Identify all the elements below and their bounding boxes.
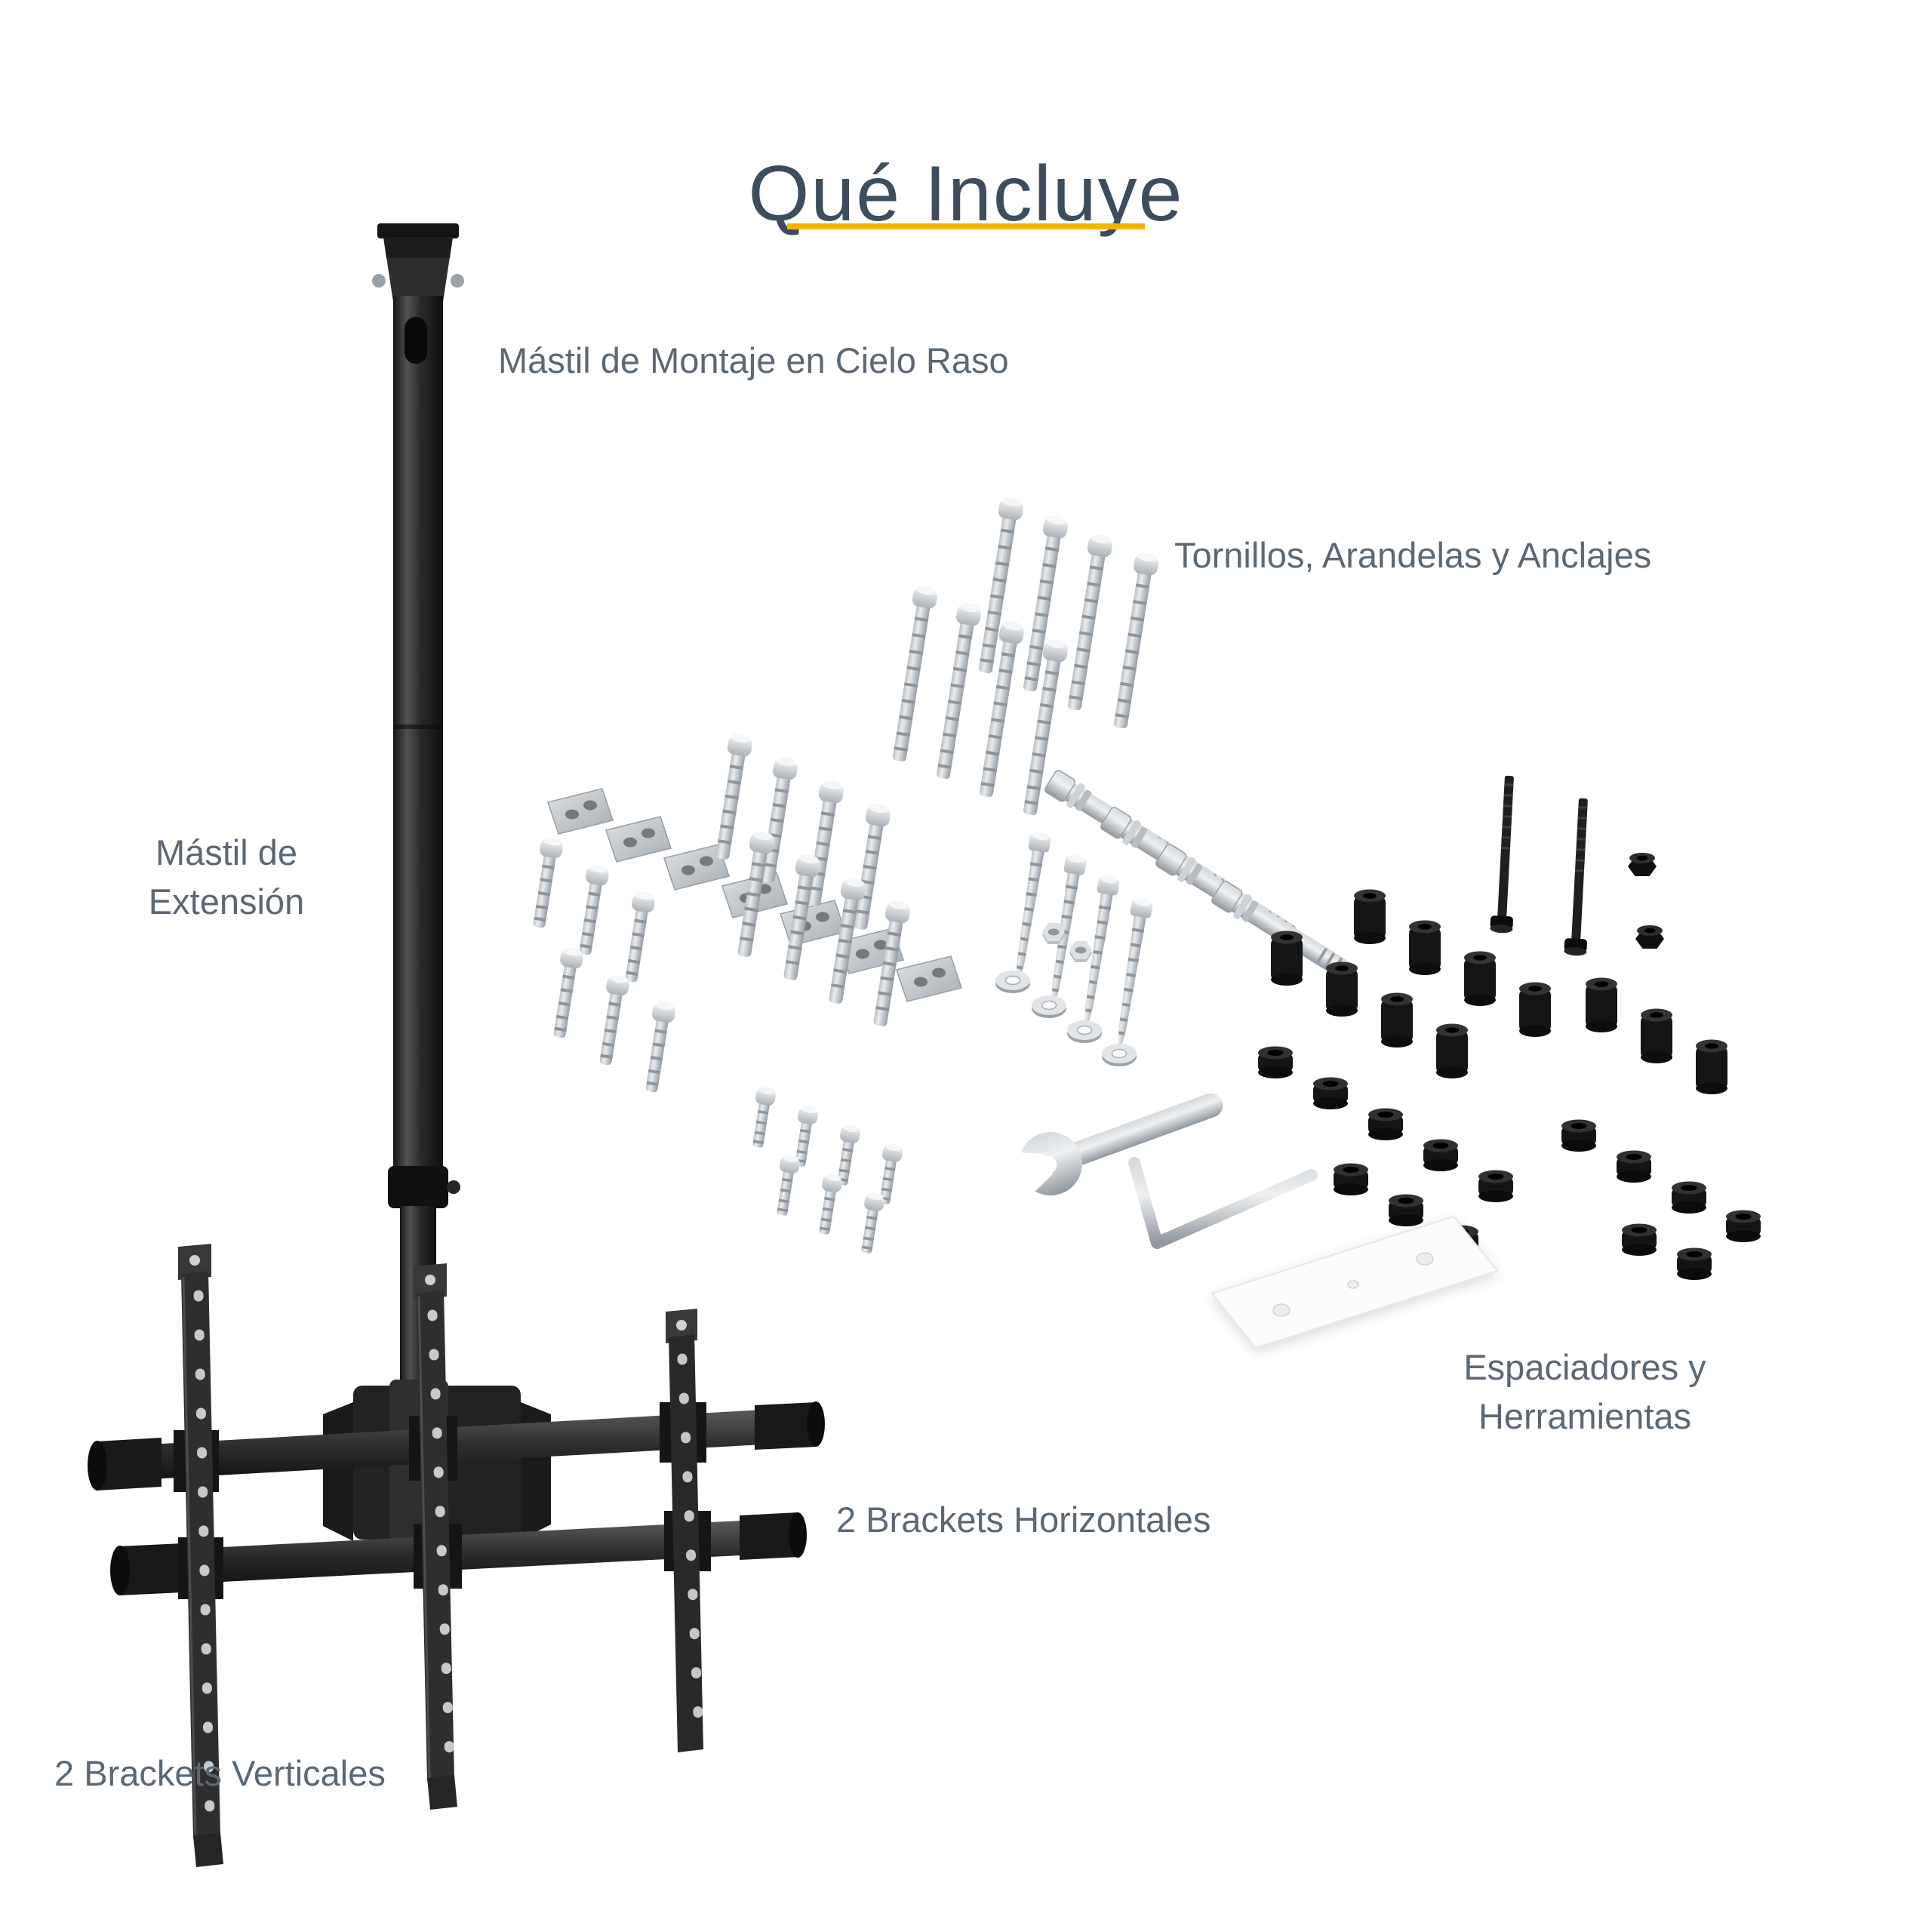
callout-extension-mast-line1: Mástil de xyxy=(155,832,298,872)
short-spacers-group xyxy=(1258,1046,1761,1280)
allen-key-icon xyxy=(1128,1157,1318,1249)
callout-extension-mast: Mástil de Extensión xyxy=(45,829,408,927)
callout-ceiling-mast: Mástil de Montaje en Cielo Raso xyxy=(498,337,1009,386)
short-screws-group xyxy=(526,834,678,1096)
callout-hardware: Tornillos, Arandelas y Anclajes xyxy=(1174,531,1651,580)
callout-spacers-tools: Espaciadores y Herramientas xyxy=(1381,1343,1789,1441)
spacers-illustration xyxy=(1258,774,1761,1280)
ceiling-mount-illustration xyxy=(88,223,825,1867)
callout-extension-mast-line2: Extensión xyxy=(148,881,305,921)
callout-vertical-brackets-text: 2 Brackets Verticales xyxy=(54,1753,386,1793)
page-title: Qué Incluye xyxy=(748,149,1184,238)
callout-spacers-tools-line1: Espaciadores y xyxy=(1463,1347,1706,1387)
callout-spacers-tools-line2: Herramientas xyxy=(1478,1395,1692,1436)
callout-horizontal-brackets: 2 Brackets Horizontales xyxy=(836,1496,1211,1545)
hardware-illustration xyxy=(526,494,1361,1256)
wrench-icon xyxy=(994,1093,1223,1211)
tools-illustration xyxy=(994,1093,1318,1249)
spacer-plate-icon xyxy=(1211,1215,1499,1349)
callout-vertical-brackets: 2 Brackets Verticales xyxy=(54,1749,386,1798)
long-screws-group xyxy=(885,494,1161,818)
callout-ceiling-mast-text: Mástil de Montaje en Cielo Raso xyxy=(498,340,1009,380)
callout-horizontal-brackets-text: 2 Brackets Horizontales xyxy=(836,1500,1211,1540)
black-bolts-group xyxy=(1488,774,1596,958)
small-screws-group xyxy=(746,1084,906,1256)
title-accent-bar xyxy=(787,223,1145,229)
vertical-brackets-icon xyxy=(178,1244,704,1867)
black-nuts-group xyxy=(1628,853,1664,949)
washers-group xyxy=(995,970,1137,1067)
ceiling-mast-icon xyxy=(393,296,443,1186)
callout-hardware-text: Tornillos, Arandelas y Anclajes xyxy=(1174,535,1652,575)
medium-screws-group xyxy=(708,731,913,1029)
